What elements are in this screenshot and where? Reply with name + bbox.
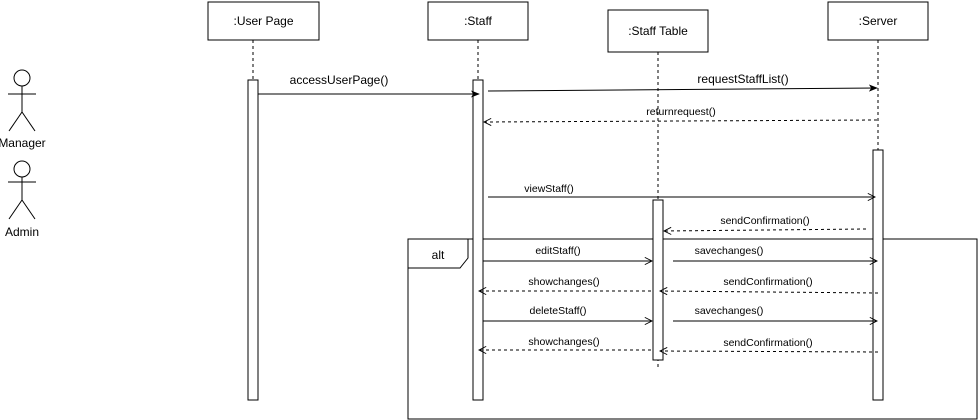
actor-manager[interactable]: Manager <box>0 69 46 150</box>
message-showchanges-1[interactable]: showchanges() <box>479 276 651 291</box>
message-savechanges-2[interactable]: savechanges() <box>673 305 877 321</box>
message-sendconfirmation-1[interactable]: sendConfirmation() <box>664 215 867 231</box>
message-label: editStaff() <box>535 245 580 257</box>
actor-label: Manager <box>0 136 46 150</box>
message-label: deleteStaff() <box>529 305 586 317</box>
message-deletestaff[interactable]: deleteStaff() <box>483 305 652 321</box>
message-label: sendConfirmation() <box>723 337 812 349</box>
lifeline-label: :Staff Table <box>628 24 688 38</box>
actor-label: Admin <box>5 225 39 239</box>
message-savechanges-1[interactable]: savechanges() <box>673 245 877 261</box>
message-showchanges-2[interactable]: showchanges() <box>479 336 651 350</box>
message-requeststafflist[interactable]: requestStaffList() <box>487 72 878 92</box>
alt-frame: alt <box>407 238 978 420</box>
message-sendconfirmation-2[interactable]: sendConfirmation() <box>660 276 879 293</box>
message-accessuserpage[interactable]: accessUserPage() <box>258 73 480 98</box>
actor-admin[interactable]: Admin <box>5 160 39 239</box>
message-label: showchanges() <box>528 276 599 288</box>
message-label: viewStaff() <box>524 183 573 195</box>
message-returnrequest[interactable]: returnrequest() <box>484 106 878 122</box>
stick-figure-icon <box>8 160 36 220</box>
message-label: savechanges() <box>695 305 764 317</box>
lifeline-staff[interactable]: :Staff <box>427 1 529 41</box>
stick-figure-icon <box>8 69 36 132</box>
message-label: showchanges() <box>528 336 599 348</box>
message-viewstaff[interactable]: viewStaff() <box>488 183 875 197</box>
activation-stafftable <box>652 199 664 361</box>
lifeline-label: :Server <box>859 14 898 28</box>
message-label: requestStaffList() <box>697 72 788 86</box>
activation-userpage <box>247 79 259 401</box>
alt-frame-label: alt <box>432 248 445 262</box>
message-label: sendConfirmation() <box>720 215 809 227</box>
message-editstaff[interactable]: editStaff() <box>483 245 652 261</box>
lifeline-stafftable[interactable]: :Staff Table <box>607 9 709 53</box>
activation-server <box>872 149 884 401</box>
lifeline-userpage[interactable]: :User Page <box>207 1 320 41</box>
message-label: returnrequest() <box>646 106 715 118</box>
activation-staff <box>472 79 484 401</box>
lifeline-label: :User Page <box>233 14 293 28</box>
message-label: savechanges() <box>695 245 764 257</box>
lifeline-server[interactable]: :Server <box>827 1 929 41</box>
message-label: accessUserPage() <box>290 73 389 87</box>
message-sendconfirmation-3[interactable]: sendConfirmation() <box>660 337 879 352</box>
lifeline-label: :Staff <box>464 14 492 28</box>
message-label: sendConfirmation() <box>723 276 812 288</box>
